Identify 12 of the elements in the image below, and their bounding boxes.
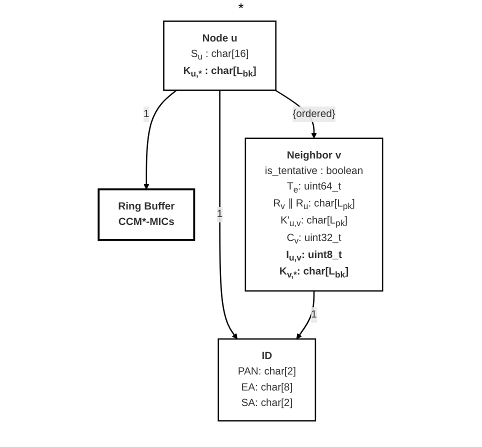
multiplicity-label: * bbox=[238, 0, 244, 16]
edge-label: {ordered} bbox=[293, 108, 336, 120]
node-box: Neighbor v is_tentative : boolean T$_{e}$: uint64_t R$_{v}$ ∥ R$_{u}$: char[L$_{pk}$] K′$_{u,v}$: char[L$_{pk}$] C$_{v}$: uint32_t I$_{u,v}$: uint8_t K$_{v,*}$: char[L$_{bk}$] bbox=[245, 138, 384, 292]
node-box: Node u S$_{u}$ : char[16] K$_{u,*}$ : char[L$_{bk}$] bbox=[163, 20, 277, 91]
arrow bbox=[220, 90, 238, 340]
edge-label: 1 bbox=[144, 108, 150, 120]
arrow bbox=[144, 90, 178, 190]
arrow bbox=[296, 290, 316, 340]
node-box: ID PAN: char[2] EA: char[8] SA: char[2] bbox=[218, 338, 316, 422]
edge-label: 1 bbox=[217, 208, 224, 220]
node-box: Ring Buffer CCM*-MICs bbox=[98, 188, 196, 241]
edge-label: 1 bbox=[311, 309, 318, 320]
